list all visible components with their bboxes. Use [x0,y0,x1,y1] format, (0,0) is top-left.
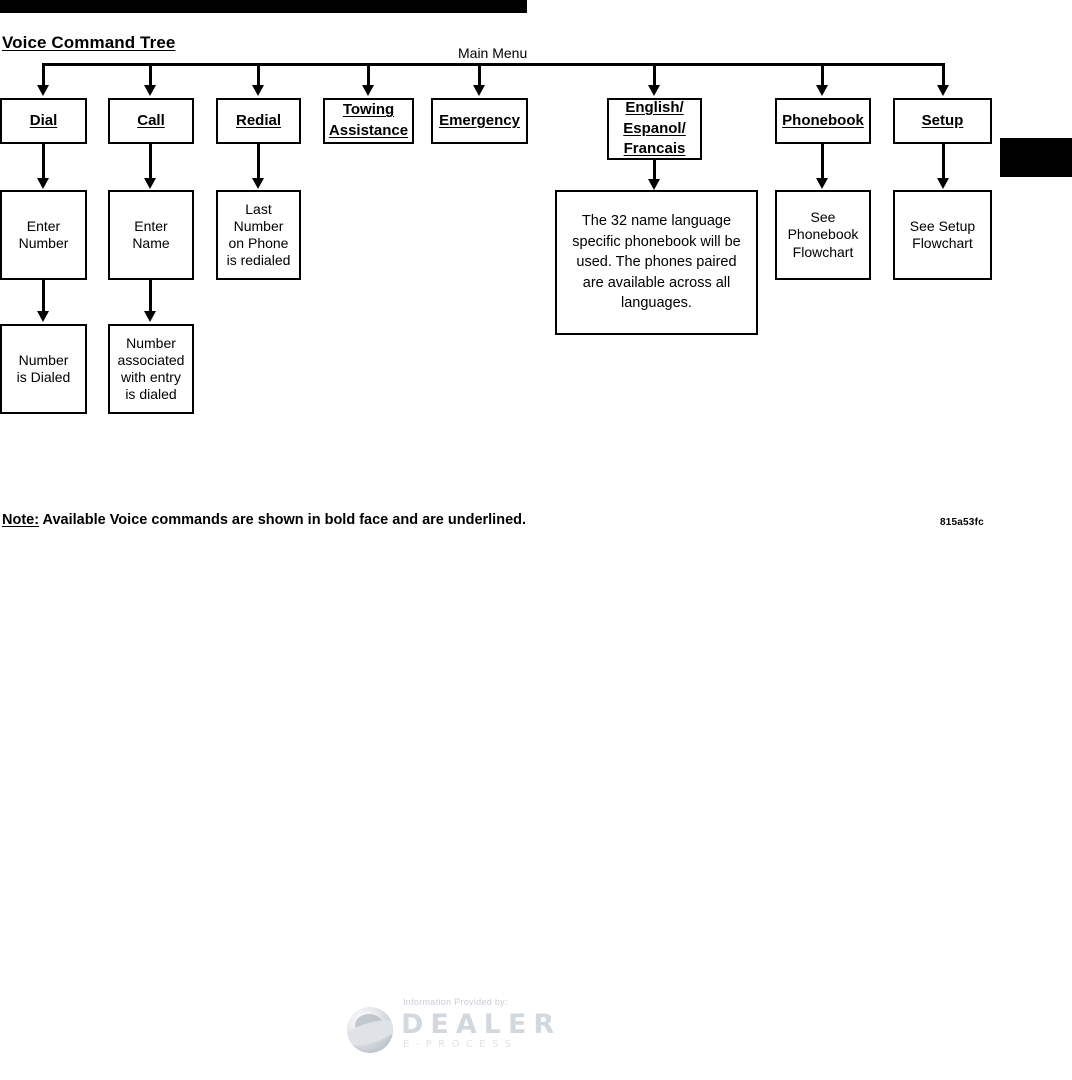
connector-bus-to-language [653,63,656,87]
node-phonebook[interactable]: Phonebook [775,98,871,144]
arrow-bus-to-call [144,85,156,96]
page-title: Voice Command Tree [2,33,176,52]
arrow-redial-to-last-number [252,178,264,189]
arrow-bus-to-language [648,85,660,96]
top-black-bar [0,0,527,13]
connector-redial-to-last-number [257,144,260,180]
node-call[interactable]: Call [108,98,194,144]
node-call-label: Call [137,111,165,129]
watermark-brand: DEALER [401,1009,562,1040]
arrow-phonebook-to-see-phonebook [816,178,828,189]
legend-note-text: Available Voice commands are shown in bo… [39,512,527,528]
connector-enter-name-to-number-associated [149,280,152,314]
watermark-caption: Information Provided by: [403,997,508,1007]
node-towing-assistance-label-line1: Towing [342,101,395,119]
node-dial[interactable]: Dial [0,98,87,144]
page-edge-tab-marker [1000,138,1072,177]
node-language[interactable]: English/ Espanol/ Francais [607,98,702,160]
connector-language-to-note [653,160,656,181]
connector-bus-to-emergency [478,63,481,87]
node-language-label-line3: Francais [623,140,686,158]
document-code: 815a53fc [940,517,984,528]
arrow-call-to-enter-name [144,178,156,189]
connector-bus-to-towing [367,63,370,87]
main-menu-label: Main Menu [458,45,528,61]
legend-note-prefix: Note: [2,512,40,528]
connector-enter-number-to-number-dialed [42,280,45,314]
globe-icon-landmass [355,1014,383,1036]
node-emergency-label: Emergency [439,111,520,129]
arrow-bus-to-redial [252,85,264,96]
arrow-language-to-note [648,179,660,190]
arrow-bus-to-towing [362,85,374,96]
globe-icon [347,1007,393,1053]
arrow-enter-number-to-number-dialed [37,311,49,322]
node-dial-label: Dial [29,111,58,129]
connector-bus-to-call [149,63,152,87]
arrow-dial-to-enter-number [37,178,49,189]
arrow-bus-to-setup [937,85,949,96]
legend-note: Note: Available Voice commands are shown… [2,512,526,528]
node-language-label-line1: English/ [625,98,684,116]
main-bus-line [42,63,945,66]
node-setup[interactable]: Setup [893,98,992,144]
node-towing-assistance[interactable]: Towing Assistance [323,98,414,144]
node-towing-assistance-label-line2: Assistance [328,122,409,139]
node-emergency[interactable]: Emergency [431,98,528,144]
arrow-bus-to-phonebook [816,85,828,96]
connector-phonebook-to-see-phonebook [821,144,824,180]
arrow-enter-name-to-number-associated [144,311,156,322]
arrow-bus-to-dial [37,85,49,96]
arrow-setup-to-see-setup [937,178,949,189]
connector-bus-to-phonebook [821,63,824,87]
arrow-bus-to-emergency [473,85,485,96]
node-language-note-text: The 32 name language specific phonebook … [572,213,741,312]
connector-bus-to-setup [942,63,945,87]
connector-bus-to-redial [257,63,260,87]
node-redial-label: Redial [235,111,281,129]
node-language-note: The 32 name language specific phonebook … [555,190,758,335]
node-redial[interactable]: Redial [216,98,301,144]
node-setup-label: Setup [921,111,964,129]
connector-dial-to-enter-number [42,144,45,180]
connector-bus-to-dial [42,63,45,87]
node-phonebook-label: Phonebook [782,111,864,129]
node-language-label-line2: Espanol/ [623,119,686,137]
connector-setup-to-see-setup [942,144,945,180]
connector-call-to-enter-name [149,144,152,180]
watermark-brand-sub: E-PROCESS [403,1039,518,1050]
footer-watermark: Information Provided by: DEALER E-PROCES… [343,997,573,1059]
